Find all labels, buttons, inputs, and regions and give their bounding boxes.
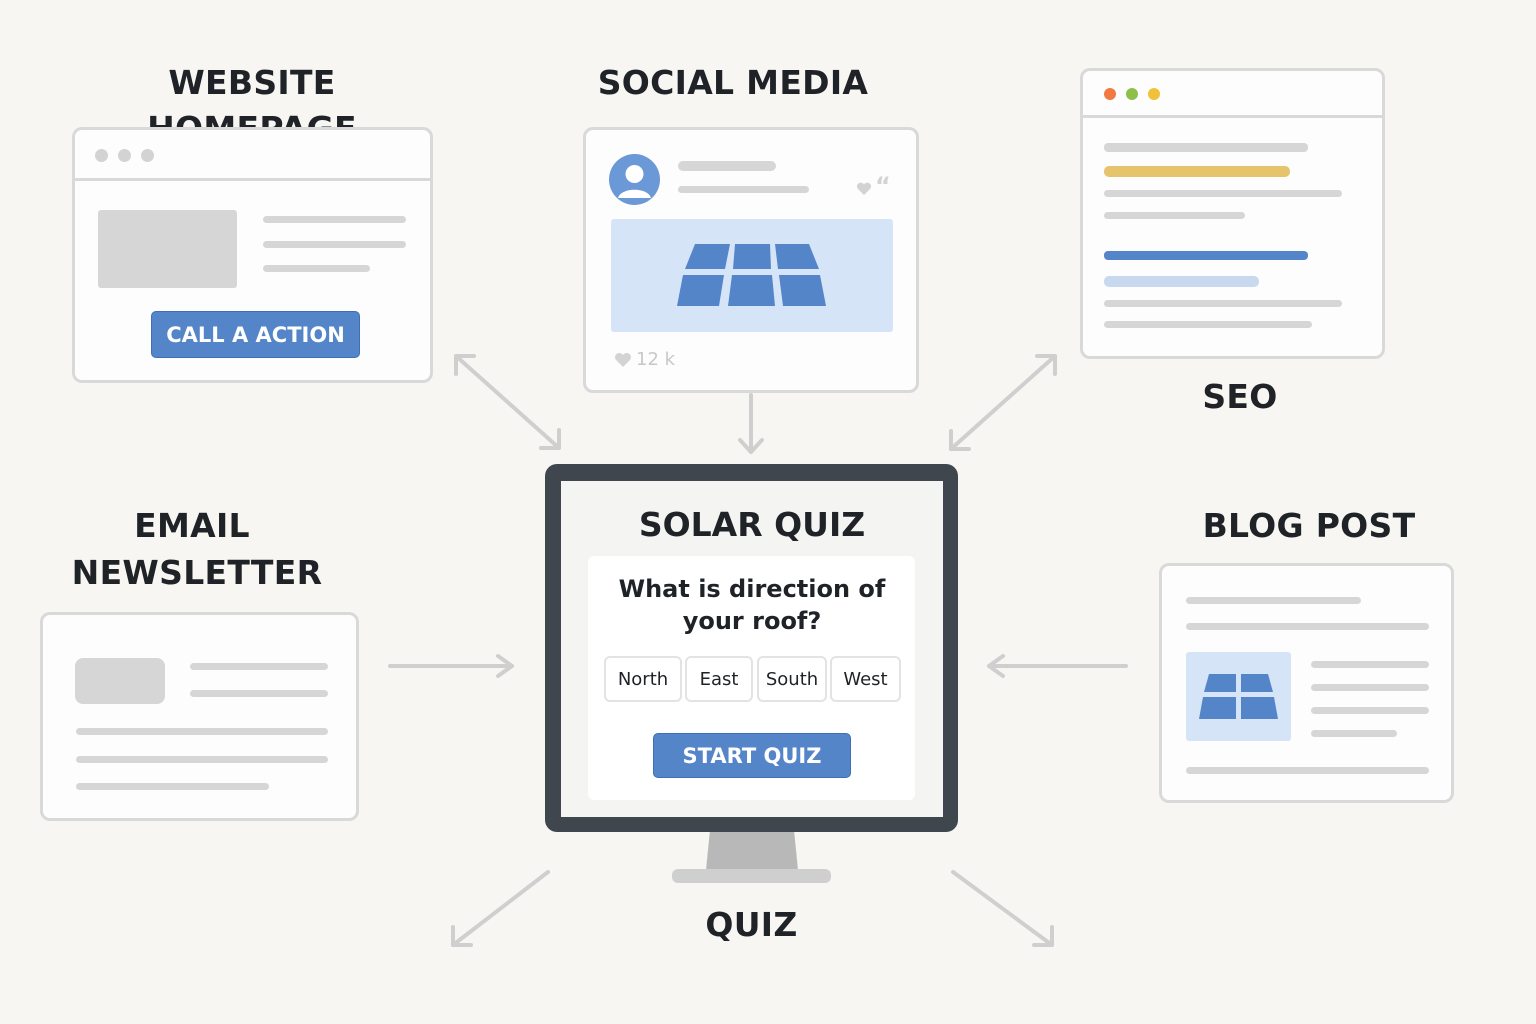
hero-image-placeholder bbox=[98, 210, 237, 288]
text-line bbox=[263, 216, 406, 223]
arrow-homepage-quiz bbox=[454, 354, 561, 450]
like-count: 12 k bbox=[636, 349, 676, 370]
option-east[interactable]: East bbox=[685, 656, 753, 702]
post-author-line bbox=[678, 161, 776, 171]
text-line bbox=[1186, 623, 1429, 630]
post-image bbox=[611, 219, 893, 332]
label-social-media: SOCIAL MEDIA bbox=[597, 63, 869, 102]
window-dot-yellow-icon bbox=[1148, 88, 1160, 100]
text-line bbox=[1104, 212, 1245, 219]
text-line bbox=[1311, 730, 1397, 737]
arrow-seo-quiz bbox=[949, 354, 1057, 451]
text-line bbox=[1104, 300, 1342, 307]
search-result-title-line bbox=[1104, 251, 1308, 260]
browser-toolbar bbox=[75, 130, 430, 181]
quote-icon: “ bbox=[875, 172, 891, 200]
browser-toolbar bbox=[1083, 71, 1382, 118]
option-west[interactable]: West bbox=[830, 656, 901, 702]
window-dot-icon bbox=[95, 149, 108, 162]
website-homepage-card: CALL A ACTION bbox=[72, 127, 433, 383]
start-quiz-button[interactable]: START QUIZ bbox=[653, 733, 851, 778]
text-line bbox=[1104, 143, 1308, 152]
blog-post-card bbox=[1159, 563, 1454, 803]
heart-icon bbox=[856, 182, 872, 195]
window-dot-red-icon bbox=[1104, 88, 1116, 100]
option-north[interactable]: North bbox=[604, 656, 682, 702]
text-line bbox=[190, 663, 328, 670]
text-line bbox=[76, 728, 328, 735]
arrow-blog-quiz bbox=[987, 654, 1128, 678]
arrow-quiz-bottom-left bbox=[451, 870, 550, 947]
text-line bbox=[1186, 767, 1429, 774]
text-line bbox=[263, 265, 370, 272]
post-meta-line bbox=[678, 186, 809, 193]
email-image-placeholder bbox=[75, 658, 165, 704]
text-line bbox=[190, 690, 328, 697]
seo-card bbox=[1080, 68, 1385, 359]
text-line bbox=[76, 756, 328, 763]
label-email-newsletter-line1: EMAIL bbox=[134, 506, 250, 545]
arrow-email-quiz bbox=[388, 654, 514, 678]
monitor-stand-neck bbox=[706, 830, 798, 870]
quiz-question: What is direction of your roof? bbox=[618, 575, 886, 635]
blog-image bbox=[1186, 652, 1291, 741]
window-dot-icon bbox=[118, 149, 131, 162]
text-line bbox=[76, 783, 269, 790]
text-line bbox=[263, 241, 406, 248]
search-result-url-line bbox=[1104, 276, 1259, 287]
highlighted-keyword-line bbox=[1104, 166, 1290, 177]
text-line bbox=[1311, 661, 1429, 668]
arrow-quiz-bottom-right bbox=[951, 870, 1054, 947]
arrow-social-quiz bbox=[738, 393, 764, 454]
window-dot-icon bbox=[141, 149, 154, 162]
social-media-card: “ 12 k bbox=[583, 127, 919, 393]
quiz-title: SOLAR QUIZ bbox=[638, 505, 866, 544]
email-newsletter-card bbox=[40, 612, 359, 821]
like-heart-icon bbox=[615, 352, 631, 367]
text-line bbox=[1311, 707, 1429, 714]
call-to-action-button[interactable]: CALL A ACTION bbox=[151, 311, 360, 358]
window-dot-green-icon bbox=[1126, 88, 1138, 100]
label-blog-post: BLOG POST bbox=[1202, 506, 1416, 545]
text-line bbox=[1104, 321, 1312, 328]
label-quiz: QUIZ bbox=[705, 905, 798, 944]
option-south[interactable]: South bbox=[757, 656, 827, 702]
avatar-icon bbox=[609, 154, 660, 205]
solar-panel-icon bbox=[1199, 674, 1278, 719]
solar-panel-icon bbox=[677, 244, 826, 306]
label-email-newsletter-line2: NEWSLETTER bbox=[71, 553, 323, 592]
monitor-stand-base bbox=[672, 869, 831, 883]
text-line bbox=[1186, 597, 1361, 604]
text-line bbox=[1311, 684, 1429, 691]
label-seo: SEO bbox=[1202, 377, 1278, 416]
text-line bbox=[1104, 190, 1342, 197]
